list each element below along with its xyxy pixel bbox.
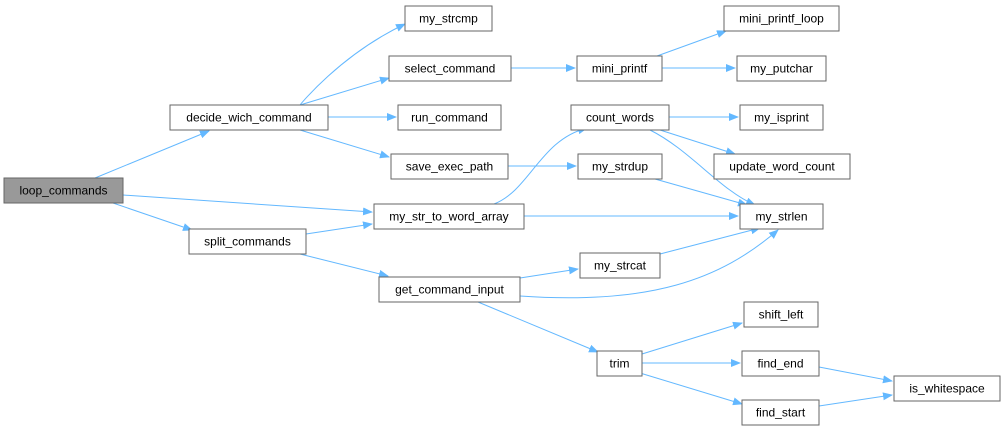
nodes-layer: loop_commands decide_wich_command split_co… xyxy=(3,5,1001,426)
node-decide_wich_command[interactable]: decide_wich_command xyxy=(169,104,329,131)
edge-split_commands-to-get_command_input xyxy=(299,253,389,278)
node-box xyxy=(739,203,824,230)
node-shift_left[interactable]: shift_left xyxy=(743,301,819,328)
node-box xyxy=(736,55,827,82)
node-my_strcmp[interactable]: my_strcmp xyxy=(404,5,493,32)
node-label: split_commands xyxy=(204,235,291,249)
node-box xyxy=(893,375,1001,402)
node-box xyxy=(713,153,851,180)
node-box xyxy=(388,55,512,82)
node-trim[interactable]: trim xyxy=(596,350,643,377)
edge-decide_wich_command-to-select_command xyxy=(299,76,390,106)
edge-loop_commands-to-decide_wich_command xyxy=(94,130,210,179)
edge-decide_wich_command-to-my_strcmp xyxy=(299,23,406,106)
edge-trim-to-shift_left xyxy=(641,321,743,355)
node-count_words[interactable]: count_words xyxy=(570,104,670,131)
node-box xyxy=(188,228,307,255)
node-loop_commands[interactable]: loop_commands xyxy=(3,177,124,204)
node-box xyxy=(596,350,643,377)
edge-my_strcat-to-my_strlen xyxy=(659,226,761,255)
node-my_strlen[interactable]: my_strlen xyxy=(739,203,824,230)
node-box xyxy=(570,104,670,131)
node-label: select_command xyxy=(405,62,496,76)
node-box xyxy=(397,104,502,131)
node-box xyxy=(741,350,820,377)
edge-decide_wich_command-to-save_exec_path xyxy=(299,129,390,159)
edge-count_words-to-update_word_count xyxy=(659,129,736,156)
node-select_command[interactable]: select_command xyxy=(388,55,512,82)
edge-my_strdup-to-my_strlen xyxy=(654,178,748,207)
node-box xyxy=(743,301,819,328)
node-get_command_input[interactable]: get_command_input xyxy=(378,276,521,303)
node-label: my_isprint xyxy=(754,111,809,125)
node-is_whitespace[interactable]: is_whitespace xyxy=(893,375,1001,402)
node-box xyxy=(373,203,525,230)
edge-get_command_input-to-trim xyxy=(477,301,599,353)
node-find_end[interactable]: find_end xyxy=(741,350,820,377)
node-label: is_whitespace xyxy=(909,382,985,396)
node-box xyxy=(739,104,824,131)
node-box xyxy=(404,5,493,32)
node-my_strdup[interactable]: my_strdup xyxy=(577,153,663,180)
node-box xyxy=(390,153,509,180)
node-mini_printf[interactable]: mini_printf xyxy=(576,55,663,82)
node-label: trim xyxy=(610,357,630,371)
node-my_isprint[interactable]: my_isprint xyxy=(739,104,824,131)
node-box xyxy=(741,399,820,426)
node-save_exec_path[interactable]: save_exec_path xyxy=(390,153,509,180)
node-label: decide_wich_command xyxy=(186,111,311,125)
node-label: get_command_input xyxy=(395,283,504,297)
node-my_str_to_word_array[interactable]: my_str_to_word_array xyxy=(373,203,525,230)
edge-split_commands-to-my_str_to_word_array xyxy=(305,221,373,235)
node-mini_printf_loop[interactable]: mini_printf_loop xyxy=(723,5,840,32)
node-label: save_exec_path xyxy=(406,160,493,174)
node-find_start[interactable]: find_start xyxy=(741,399,820,426)
node-label: count_words xyxy=(586,111,654,125)
node-box xyxy=(3,177,124,204)
node-label: shift_left xyxy=(759,308,804,322)
node-label: my_strcmp xyxy=(419,12,478,26)
edge-get_command_input-to-my_strcat xyxy=(519,266,579,279)
edge-get_command_input-to-my_strlen xyxy=(519,229,779,299)
node-label: my_strcat xyxy=(594,259,647,273)
edge-loop_commands-to-split_commands xyxy=(112,202,193,231)
edge-my_str_to_word_array-to-count_words xyxy=(493,126,588,205)
node-update_word_count[interactable]: update_word_count xyxy=(713,153,851,180)
node-label: my_strlen xyxy=(755,210,807,224)
node-label: find_end xyxy=(757,357,803,371)
node-label: my_putchar xyxy=(750,62,813,76)
node-box xyxy=(576,55,663,82)
node-box xyxy=(723,5,840,32)
node-label: my_strdup xyxy=(592,160,648,174)
node-label: loop_commands xyxy=(19,184,107,198)
node-label: find_start xyxy=(756,406,806,420)
edge-loop_commands-to-my_str_to_word_array xyxy=(122,194,373,216)
node-label: mini_printf_loop xyxy=(739,12,824,26)
edges-layer xyxy=(94,23,893,407)
edge-trim-to-find_start xyxy=(639,372,743,406)
node-run_command[interactable]: run_command xyxy=(397,104,502,131)
node-box xyxy=(577,153,663,180)
node-label: run_command xyxy=(411,111,488,125)
node-label: update_word_count xyxy=(729,160,835,174)
node-label: my_str_to_word_array xyxy=(389,210,508,224)
node-box xyxy=(378,276,521,303)
edge-mini_printf-to-mini_printf_loop xyxy=(656,30,727,57)
node-my_putchar[interactable]: my_putchar xyxy=(736,55,827,82)
node-label: mini_printf xyxy=(592,62,648,76)
node-split_commands[interactable]: split_commands xyxy=(188,228,307,255)
edge-find_end-to-is_whitespace xyxy=(818,366,893,384)
node-my_strcat[interactable]: my_strcat xyxy=(579,252,661,279)
edge-find_start-to-is_whitespace xyxy=(818,392,893,407)
node-box xyxy=(579,252,661,279)
node-box xyxy=(169,104,329,131)
